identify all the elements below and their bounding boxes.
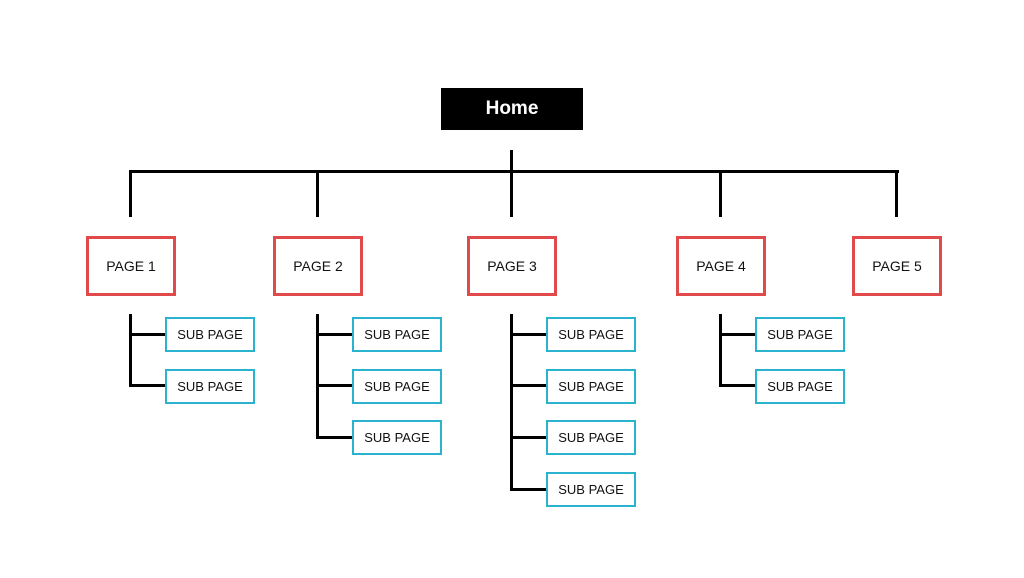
- page-4-label: PAGE 4: [696, 258, 746, 274]
- page-2-subpage-2: SUB PAGE: [352, 369, 442, 404]
- page-5-label: PAGE 5: [872, 258, 922, 274]
- page-2-node: PAGE 2: [273, 236, 363, 296]
- page-2-label: PAGE 2: [293, 258, 343, 274]
- page-2-subpage-1: SUB PAGE: [352, 317, 442, 352]
- page-4-sub-1-branch: [719, 333, 756, 336]
- page-2-sub-3-branch: [316, 436, 353, 439]
- subpage-label: SUB PAGE: [558, 482, 624, 497]
- subpage-label: SUB PAGE: [558, 327, 624, 342]
- page-2-sub-1-branch: [316, 333, 353, 336]
- page-2-subpage-3: SUB PAGE: [352, 420, 442, 455]
- page-3-node: PAGE 3: [467, 236, 557, 296]
- page-1-label: PAGE 1: [106, 258, 156, 274]
- page-3-sub-1-branch: [510, 333, 547, 336]
- page-3-subpage-3: SUB PAGE: [546, 420, 636, 455]
- subpage-label: SUB PAGE: [177, 379, 243, 394]
- page-3-subpage-4: SUB PAGE: [546, 472, 636, 507]
- page-1-subpage-1: SUB PAGE: [165, 317, 255, 352]
- subpage-label: SUB PAGE: [767, 379, 833, 394]
- page-3-sub-4-branch: [510, 488, 547, 491]
- page-3-label: PAGE 3: [487, 258, 537, 274]
- subpage-label: SUB PAGE: [177, 327, 243, 342]
- page-4-sub-spine: [719, 314, 722, 387]
- page-2-drop-connector: [316, 170, 319, 217]
- page-3-drop-connector: [510, 170, 513, 217]
- page-2-sub-spine: [316, 314, 319, 439]
- page-4-drop-connector: [719, 170, 722, 217]
- page-3-sub-2-branch: [510, 384, 547, 387]
- page-2-sub-2-branch: [316, 384, 353, 387]
- page-1-sub-1-branch: [129, 333, 166, 336]
- page-4-subpage-2: SUB PAGE: [755, 369, 845, 404]
- top-horizontal-connector: [129, 170, 899, 173]
- subpage-label: SUB PAGE: [767, 327, 833, 342]
- page-4-node: PAGE 4: [676, 236, 766, 296]
- page-3-sub-spine: [510, 314, 513, 491]
- subpage-label: SUB PAGE: [558, 379, 624, 394]
- home-label: Home: [485, 98, 539, 119]
- home-node: Home: [441, 88, 583, 130]
- subpage-label: SUB PAGE: [558, 430, 624, 445]
- page-5-node: PAGE 5: [852, 236, 942, 296]
- page-3-subpage-1: SUB PAGE: [546, 317, 636, 352]
- page-3-subpage-2: SUB PAGE: [546, 369, 636, 404]
- page-5-drop-connector: [895, 170, 898, 217]
- page-1-subpage-2: SUB PAGE: [165, 369, 255, 404]
- subpage-label: SUB PAGE: [364, 379, 430, 394]
- home-stem-connector: [510, 150, 513, 172]
- page-4-subpage-1: SUB PAGE: [755, 317, 845, 352]
- subpage-label: SUB PAGE: [364, 430, 430, 445]
- page-1-sub-spine: [129, 314, 132, 387]
- page-1-node: PAGE 1: [86, 236, 176, 296]
- page-1-drop-connector: [129, 170, 132, 217]
- page-4-sub-2-branch: [719, 384, 756, 387]
- page-3-sub-3-branch: [510, 436, 547, 439]
- subpage-label: SUB PAGE: [364, 327, 430, 342]
- page-1-sub-2-branch: [129, 384, 166, 387]
